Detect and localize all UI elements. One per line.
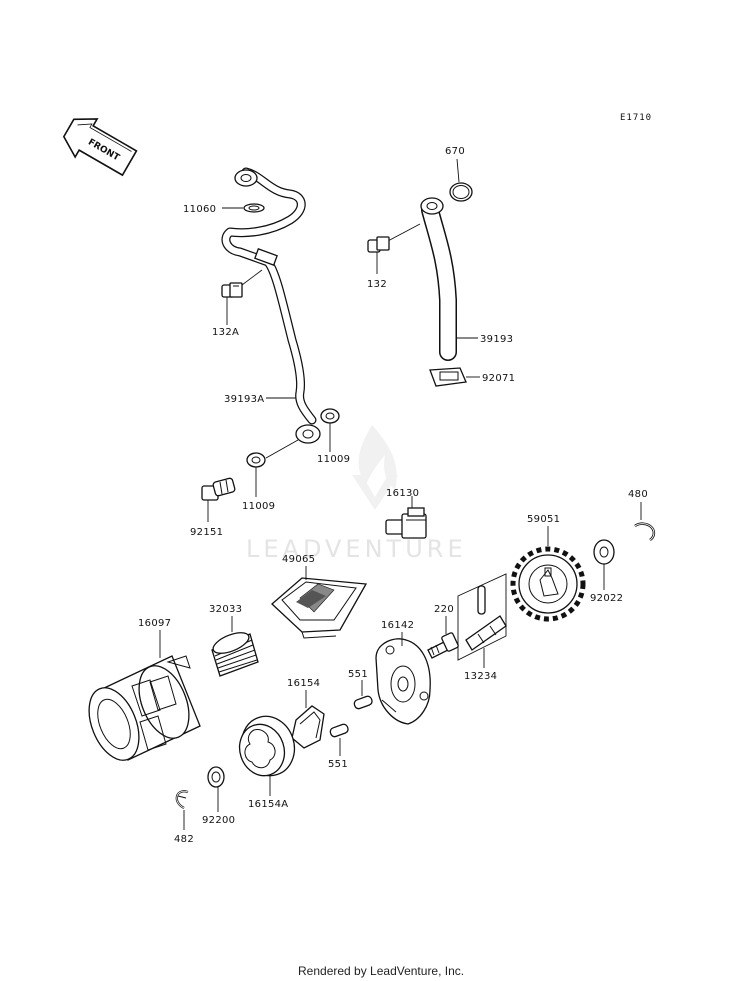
- label-220: 220: [434, 604, 454, 615]
- outer-rotor-16154a-icon: [238, 715, 296, 777]
- oil-pipe-39193a-icon: [221, 167, 321, 444]
- sensor-16130-icon: [385, 507, 427, 539]
- label-132a: 132A: [212, 327, 239, 338]
- washer-11009a-icon: [320, 408, 340, 424]
- label-11009b: 11009: [242, 501, 275, 512]
- label-39193a: 39193A: [224, 394, 264, 405]
- label-551b: 551: [328, 759, 348, 770]
- banjo-bolt-92151-icon: [201, 477, 236, 501]
- label-92022: 92022: [590, 593, 623, 604]
- watermark-logo: [352, 425, 398, 510]
- label-39193: 39193: [480, 334, 513, 345]
- washer-11060-icon: [243, 203, 265, 213]
- spring-32033-icon: [211, 632, 259, 677]
- shaft-13234-icon: [457, 573, 507, 661]
- oil-filter-16097-icon: [88, 655, 201, 761]
- label-16097: 16097: [138, 618, 171, 629]
- label-13234: 13234: [464, 671, 497, 682]
- bolt-132a-icon: [221, 269, 263, 298]
- bolt-220-icon: [427, 632, 459, 659]
- gear-59051-icon: [510, 546, 586, 622]
- label-551a: 551: [348, 669, 368, 680]
- label-482: 482: [174, 834, 194, 845]
- front-arrow-icon: FRONT: [62, 118, 138, 177]
- label-16142: 16142: [381, 620, 414, 631]
- label-16154a: 16154A: [248, 799, 288, 810]
- label-92151: 92151: [190, 527, 223, 538]
- washer-92200-icon: [207, 766, 225, 788]
- footer-credit: Rendered by LeadVenture, Inc.: [298, 964, 464, 978]
- pin-551b-icon: [329, 723, 349, 738]
- pin-551a-icon: [353, 695, 373, 710]
- label-16130: 16130: [386, 488, 419, 499]
- label-11060: 11060: [183, 204, 216, 215]
- grommet-92071-icon: [429, 367, 467, 387]
- strainer-49065-icon: [271, 577, 368, 639]
- label-11009a: 11009: [317, 454, 350, 465]
- label-480: 480: [628, 489, 648, 500]
- pump-cover-16142-icon: [375, 638, 431, 725]
- washer-11009b-icon: [246, 452, 266, 468]
- label-132: 132: [367, 279, 387, 290]
- circlip-480-icon: [634, 522, 656, 542]
- label-49065: 49065: [282, 554, 315, 565]
- oil-pipe-39193-icon: [420, 197, 457, 361]
- label-92071: 92071: [482, 373, 515, 384]
- watermark-text: LEADVENTURE: [246, 535, 467, 563]
- label-32033: 32033: [209, 604, 242, 615]
- washer-92022-icon: [593, 539, 615, 565]
- clip-482-icon: [175, 790, 189, 809]
- diagram-code: E1710: [620, 113, 652, 123]
- label-92200: 92200: [202, 815, 235, 826]
- label-59051: 59051: [527, 514, 560, 525]
- label-670: 670: [445, 146, 465, 157]
- label-16154: 16154: [287, 678, 320, 689]
- bolt-132-icon: [367, 223, 421, 253]
- inner-rotor-16154-icon: [291, 705, 325, 749]
